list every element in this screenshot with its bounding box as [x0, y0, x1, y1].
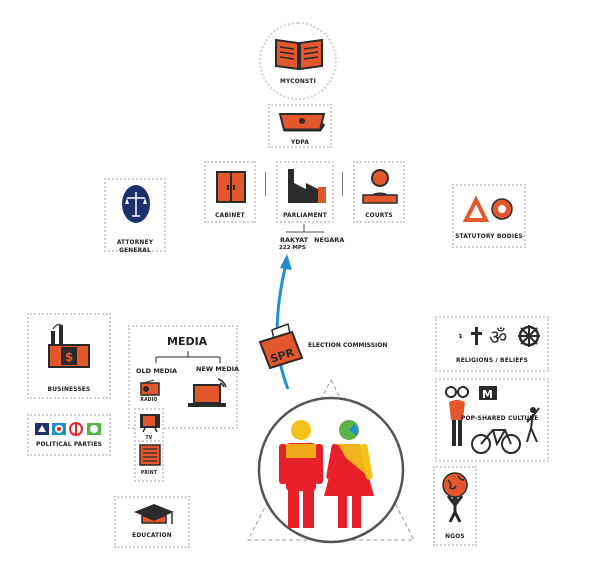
- old-media-label: Old Media: [136, 367, 178, 375]
- media-tree-lines: [155, 351, 221, 363]
- man-icon: [279, 420, 323, 528]
- religions-node[interactable]: ॐ Religions / Beliefs: [435, 316, 549, 372]
- crown-icon: [278, 113, 326, 132]
- tv-icon: [140, 414, 160, 433]
- mtv-text: M: [482, 388, 493, 401]
- pop-culture-label: Pop-Shared Culture: [461, 414, 539, 422]
- media-title: Media: [167, 335, 208, 348]
- courts-node[interactable]: Courts: [353, 161, 405, 223]
- attorney-general-label: Attorney General: [116, 238, 154, 254]
- pop-culture-icons: M: [445, 386, 540, 454]
- election-commission-label: Election Commission: [308, 342, 388, 349]
- svg-text:ॐ: ॐ: [489, 325, 507, 349]
- statutory-bodies-node[interactable]: Statutory Bodies: [452, 184, 526, 248]
- negara-label: Negara: [314, 236, 345, 244]
- newspaper-icon: [139, 444, 161, 466]
- bicycle-icon: [471, 429, 521, 454]
- statutory-bodies-label: Statutory Bodies: [455, 232, 523, 240]
- radio-icon: [140, 379, 160, 396]
- ydpa-node[interactable]: YDPA: [268, 104, 332, 148]
- education-node[interactable]: Education: [114, 496, 190, 548]
- print-node[interactable]: Print: [134, 440, 164, 482]
- parliament-split-lines: [286, 224, 324, 233]
- new-media-label: New Media: [196, 365, 240, 373]
- tv-node[interactable]: TV: [134, 408, 164, 446]
- ballot-box-icon: SPR: [258, 322, 304, 370]
- parliament-building-icon: [288, 169, 326, 203]
- ngos-label: NGOs: [445, 532, 465, 540]
- businesses-node[interactable]: $ Businesses: [27, 313, 111, 399]
- myconsti-label: MyConsti: [280, 77, 316, 85]
- divider-right: [342, 172, 343, 196]
- citizens-figure: [247, 378, 415, 544]
- atlas-globe-icon: [442, 472, 468, 523]
- myconsti-node[interactable]: MyConsti: [259, 22, 337, 100]
- dancer-icon: [526, 407, 540, 443]
- courts-label: Courts: [365, 211, 393, 219]
- cabinet-icon: [216, 171, 246, 203]
- political-parties-label: Political Parties: [35, 440, 103, 448]
- radio-node[interactable]: Radio: [134, 378, 164, 408]
- parliament-label: Parliament: [283, 211, 327, 219]
- graduation-cap-icon: [134, 504, 174, 524]
- tv-label: TV: [145, 435, 153, 441]
- statutory-bodies-icon: [462, 195, 513, 222]
- political-parties-node[interactable]: Political Parties: [27, 414, 111, 456]
- cabinet-label: Cabinet: [215, 211, 245, 219]
- rakyat-mps-label: 222 MPs: [279, 245, 306, 251]
- rakyat-label: Rakyat: [280, 236, 309, 244]
- glasses-icon: [445, 386, 469, 398]
- ngos-node[interactable]: NGOs: [433, 466, 477, 546]
- laptop-icon: [188, 378, 227, 407]
- religions-label: Religions / Beliefs: [455, 356, 528, 364]
- book-icon: [275, 38, 323, 71]
- judge-icon: [362, 169, 398, 204]
- cabinet-node[interactable]: Cabinet: [204, 161, 256, 223]
- parliament-node[interactable]: Parliament: [276, 161, 334, 223]
- factory-icon: $: [48, 323, 90, 368]
- attorney-general-node[interactable]: Attorney General: [104, 178, 166, 254]
- party-logos-icon: [35, 422, 101, 436]
- radio-label: Radio: [140, 397, 158, 403]
- dollar-sign: $: [65, 350, 73, 364]
- mtv-logo-icon: M: [479, 386, 497, 401]
- shirt-icon: [449, 400, 465, 446]
- education-label: Education: [132, 531, 172, 539]
- divider-left: [265, 172, 266, 196]
- religion-symbols-icon: ॐ: [445, 325, 540, 349]
- pop-culture-node[interactable]: M Pop-Shared Culture: [435, 378, 549, 462]
- woman-icon: [324, 420, 374, 528]
- businesses-label: Businesses: [47, 385, 91, 393]
- justice-scale-icon: [122, 185, 150, 223]
- ydpa-label: YDPA: [290, 138, 310, 146]
- print-label: Print: [140, 470, 158, 476]
